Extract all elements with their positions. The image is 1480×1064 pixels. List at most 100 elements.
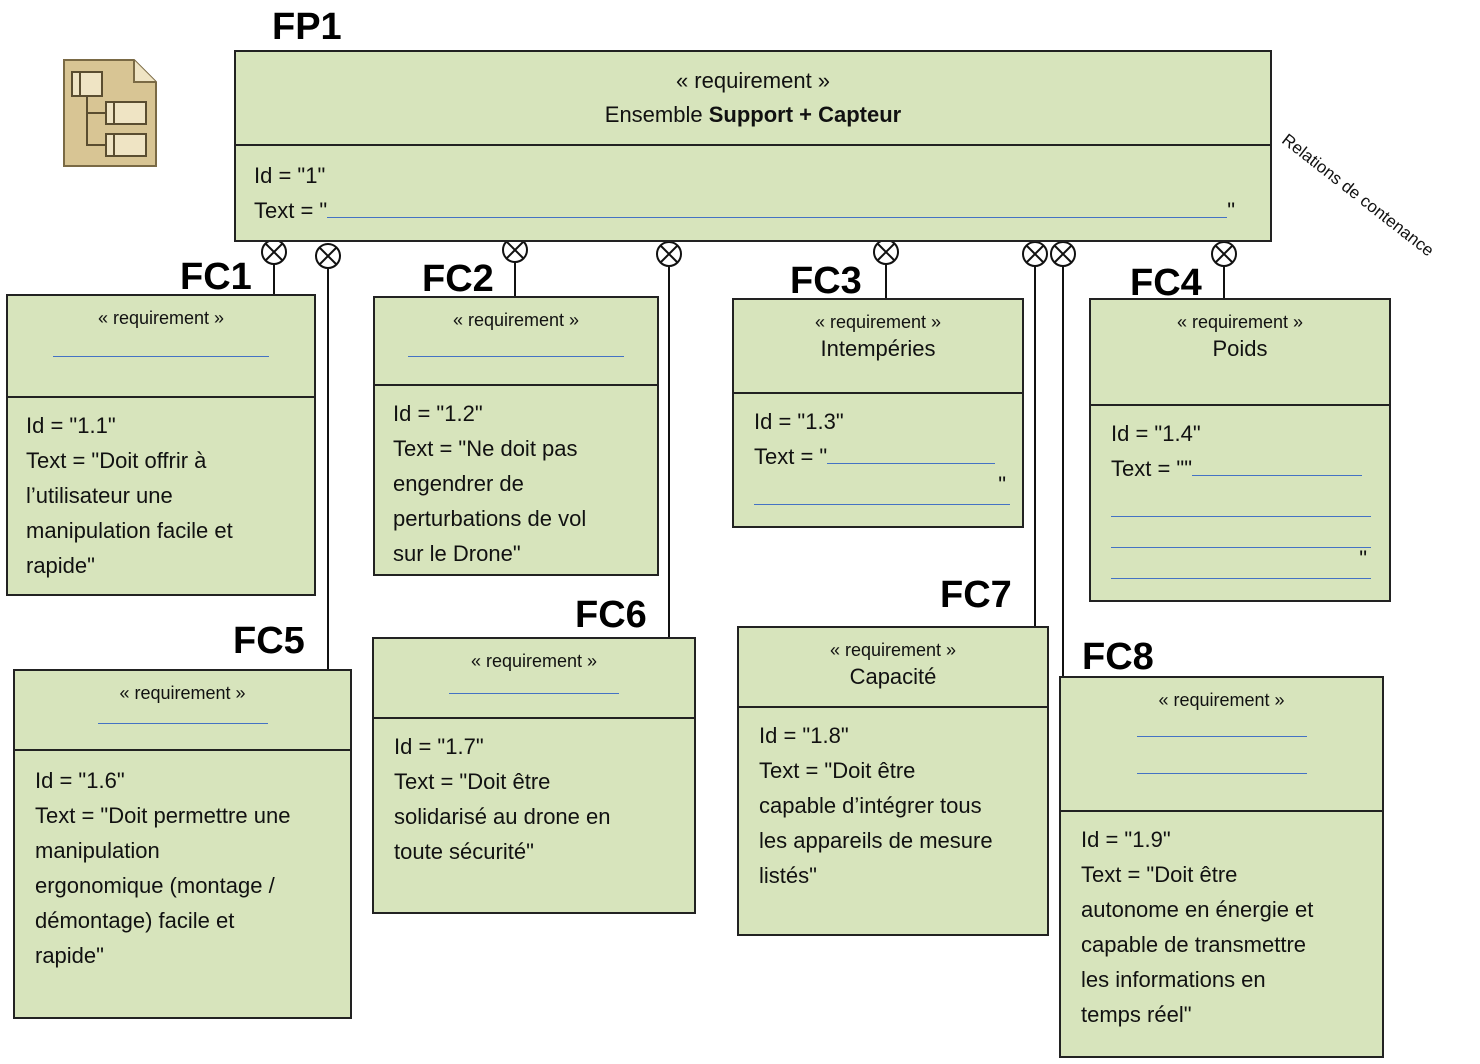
requirement-text-line: les informations en [1081, 967, 1266, 992]
requirement-text-line: engendrer de [393, 471, 524, 496]
requirement-header: « requirement » Capacité [739, 628, 1047, 708]
text-blank [1192, 455, 1363, 476]
requirement-name: Poids [1212, 336, 1268, 361]
requirement-text-line: manipulation facile et [26, 518, 233, 543]
requirement-text-line: rapide" [35, 943, 104, 968]
containment-symbol [1022, 241, 1048, 267]
requirement-stereotype: « requirement » [814, 312, 942, 332]
requirement-body: Id = "1.7" Text = "Doit être solidarisé … [374, 719, 694, 869]
requirement-stereotype: « requirement » [1158, 690, 1285, 710]
fp1-label: FP1 [272, 6, 342, 48]
name-blank [1136, 712, 1307, 737]
requirement-fc3[interactable]: « requirement » Intempéries Id = "1.3" T… [732, 298, 1024, 528]
requirement-text-line: les appareils de mesure [759, 828, 993, 853]
requirement-name: Capacité [849, 664, 937, 689]
requirement-id: Id = "1.8" [759, 723, 849, 748]
requirement-name: Intempéries [820, 336, 936, 361]
requirement-text-line: solidarisé au drone en [394, 804, 611, 829]
requirement-id: Id = "1.9" [1081, 827, 1171, 852]
text-blank [1111, 517, 1371, 548]
requirement-body: Id = "1.4" Text = "" " [1091, 406, 1389, 579]
requirement-fc6[interactable]: « requirement » Id = "1.7" Text = "Doit … [372, 637, 696, 914]
fc3-label: FC3 [790, 260, 862, 302]
requirement-body: Id = "1.6" Text = "Doit permettre une ma… [15, 751, 350, 973]
requirement-header: « requirement » Ensemble Support + Capte… [236, 52, 1270, 146]
fc2-label: FC2 [422, 258, 494, 300]
name-blank [97, 705, 268, 724]
text-prefix: Text = "" [1111, 456, 1193, 481]
requirement-header: « requirement » [8, 296, 314, 398]
requirement-id: Id = "1.2" [393, 401, 483, 426]
requirement-stereotype: « requirement » [119, 683, 246, 703]
requirement-fc7[interactable]: « requirement » Capacité Id = "1.8" Text… [737, 626, 1049, 936]
name-blank [53, 330, 269, 357]
requirement-id: Id = "1" [254, 163, 326, 188]
containment-symbol [1211, 241, 1237, 267]
fc6-label: FC6 [575, 594, 647, 636]
requirement-name: Ensemble Support + Capteur [236, 98, 1270, 132]
requirement-text-line: autonome en énergie et [1081, 897, 1314, 922]
text-blank: " [1111, 546, 1371, 579]
containment-symbol [261, 239, 287, 265]
requirement-fp1[interactable]: « requirement » Ensemble Support + Capte… [234, 50, 1272, 242]
requirement-header: « requirement » [375, 298, 657, 386]
requirement-stereotype: « requirement » [829, 640, 957, 660]
requirement-text-line: démontage) facile et [35, 908, 235, 933]
requirement-stereotype: « requirement » [97, 308, 225, 328]
requirement-stereotype: « requirement » [470, 651, 598, 671]
text-blank [827, 443, 996, 464]
requirement-header: « requirement » [1061, 678, 1382, 812]
text-blank [327, 197, 1228, 218]
requirement-text-line: capable de transmettre [1081, 932, 1307, 957]
requirement-fc4[interactable]: « requirement » Poids Id = "1.4" Text = … [1089, 298, 1391, 602]
requirement-text-line: Text = "Ne doit pas [393, 436, 578, 461]
containment-symbol [1050, 241, 1076, 267]
requirement-text-line: perturbations de vol [393, 506, 587, 531]
containment-symbol [656, 241, 682, 267]
requirement-id: Id = "1.6" [35, 768, 125, 793]
requirement-stereotype: « requirement » [452, 310, 580, 330]
requirement-text-line: listés" [759, 863, 817, 888]
requirement-text-line: ergonomique (montage / [35, 873, 275, 898]
requirement-diagram-icon [63, 59, 157, 167]
fc4-label: FC4 [1130, 262, 1202, 304]
requirement-fc5[interactable]: « requirement » Id = "1.6" Text = "Doit … [13, 669, 352, 1019]
text-suffix: " [998, 472, 1006, 497]
requirement-text-line: rapide" [26, 553, 95, 578]
requirement-text-line: Text = "Doit offrir à [26, 448, 207, 473]
requirement-text-line: Text = "Doit être [759, 758, 916, 783]
requirement-stereotype: « requirement » [1176, 312, 1304, 332]
requirement-text-line: sur le Drone" [393, 541, 521, 566]
requirement-text: Text = "" [1111, 451, 1371, 486]
requirement-id: Id = "1.4" [1111, 421, 1201, 446]
fc5-label: FC5 [233, 620, 305, 662]
requirement-id: Id = "1.7" [394, 734, 484, 759]
text-suffix: " [1227, 198, 1236, 223]
requirement-fc8[interactable]: « requirement » Id = "1.9" Text = "Doit … [1059, 676, 1384, 1058]
requirement-body: Id = "1.3" Text = " " [734, 394, 1022, 505]
requirement-name-bold: Support + Capteur [708, 102, 902, 127]
requirement-fc2[interactable]: « requirement » Id = "1.2" Text = "Ne do… [373, 296, 659, 576]
requirement-fc1[interactable]: « requirement » Id = "1.1" Text = "Doit … [6, 294, 316, 596]
requirement-text-line: Text = "Doit permettre une [35, 803, 291, 828]
requirement-text: Text = " " [254, 193, 1254, 228]
requirement-body: Id = "1.8" Text = "Doit être capable d’i… [739, 708, 1047, 893]
requirement-stereotype: « requirement » [675, 68, 831, 93]
name-blank [449, 673, 619, 694]
text-prefix: Text = " [754, 444, 828, 469]
containment-symbol [873, 239, 899, 265]
requirement-text-line: Text = "Doit être [1081, 862, 1238, 887]
requirement-header: « requirement » Poids [1091, 300, 1389, 406]
fc7-label: FC7 [940, 574, 1012, 616]
text-blank: " [754, 472, 1010, 505]
requirement-id: Id = "1.3" [754, 409, 844, 434]
requirement-text-line: manipulation [35, 838, 160, 863]
requirement-body: Id = "1.1" Text = "Doit offrir à l’utili… [8, 398, 314, 583]
requirement-body: Id = "1.9" Text = "Doit être autonome en… [1061, 812, 1382, 1032]
requirement-header: « requirement » [15, 671, 350, 751]
requirement-header: « requirement » Intempéries [734, 300, 1022, 394]
requirement-body: Id = "1" Text = " " [236, 146, 1270, 228]
text-prefix: Text = " [254, 198, 328, 223]
requirement-text: Text = " [754, 439, 1010, 474]
